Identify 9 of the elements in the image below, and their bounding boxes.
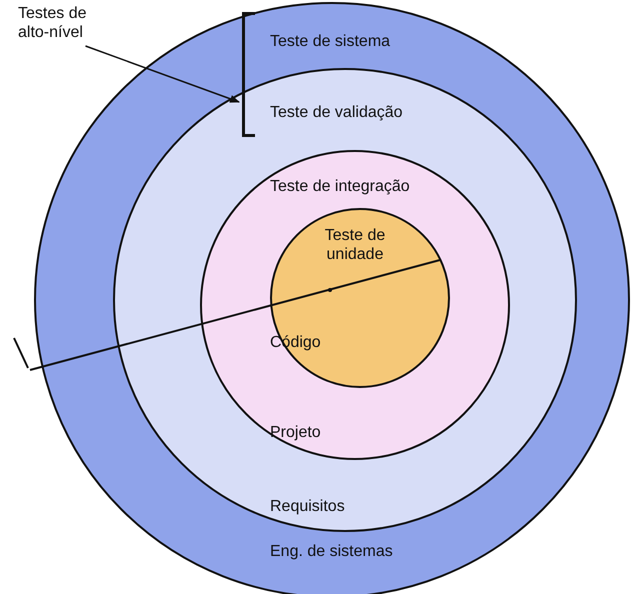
callout-text: Testes de alto-nível [18, 4, 88, 42]
leader-arrow [85, 45, 240, 103]
ring-label: Teste de integração [270, 177, 410, 196]
ring-label: Projeto [270, 423, 321, 442]
ring-label: Teste de sistema [270, 32, 390, 51]
ring-label: Requisitos [270, 497, 345, 516]
ring-label: Teste de unidade [324, 226, 386, 264]
ring-label: Teste de validação [270, 103, 403, 122]
ring-label: Eng. de sistemas [270, 542, 393, 561]
